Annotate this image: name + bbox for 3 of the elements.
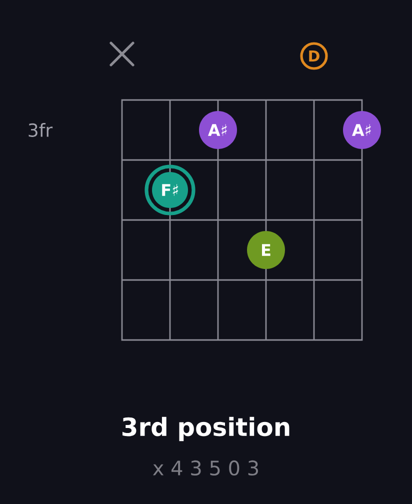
fret-label: 3fr <box>28 123 53 137</box>
fingering-label: x 4 3 5 0 3 <box>152 460 258 476</box>
chord-title: 3rd position <box>122 416 290 442</box>
